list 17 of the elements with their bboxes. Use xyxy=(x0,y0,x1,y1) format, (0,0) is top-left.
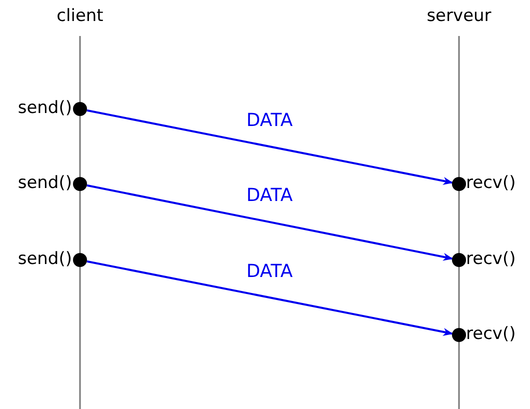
lifeline-label: client xyxy=(56,5,104,27)
call-label: recv() xyxy=(466,248,516,270)
arrow xyxy=(86,260,454,336)
lifeline-label: serveur xyxy=(426,5,492,27)
message-point xyxy=(73,177,87,191)
call-label: send() xyxy=(18,248,72,270)
arrow xyxy=(86,184,454,261)
call-label: send() xyxy=(18,97,72,119)
arrow xyxy=(86,109,454,185)
call-label: recv() xyxy=(466,172,516,194)
message-point xyxy=(452,328,466,342)
call-label: send() xyxy=(18,172,72,194)
message-point xyxy=(452,253,466,267)
call-label: recv() xyxy=(466,323,516,345)
message-point xyxy=(452,177,466,191)
message-point xyxy=(73,102,87,116)
message-point xyxy=(73,253,87,267)
